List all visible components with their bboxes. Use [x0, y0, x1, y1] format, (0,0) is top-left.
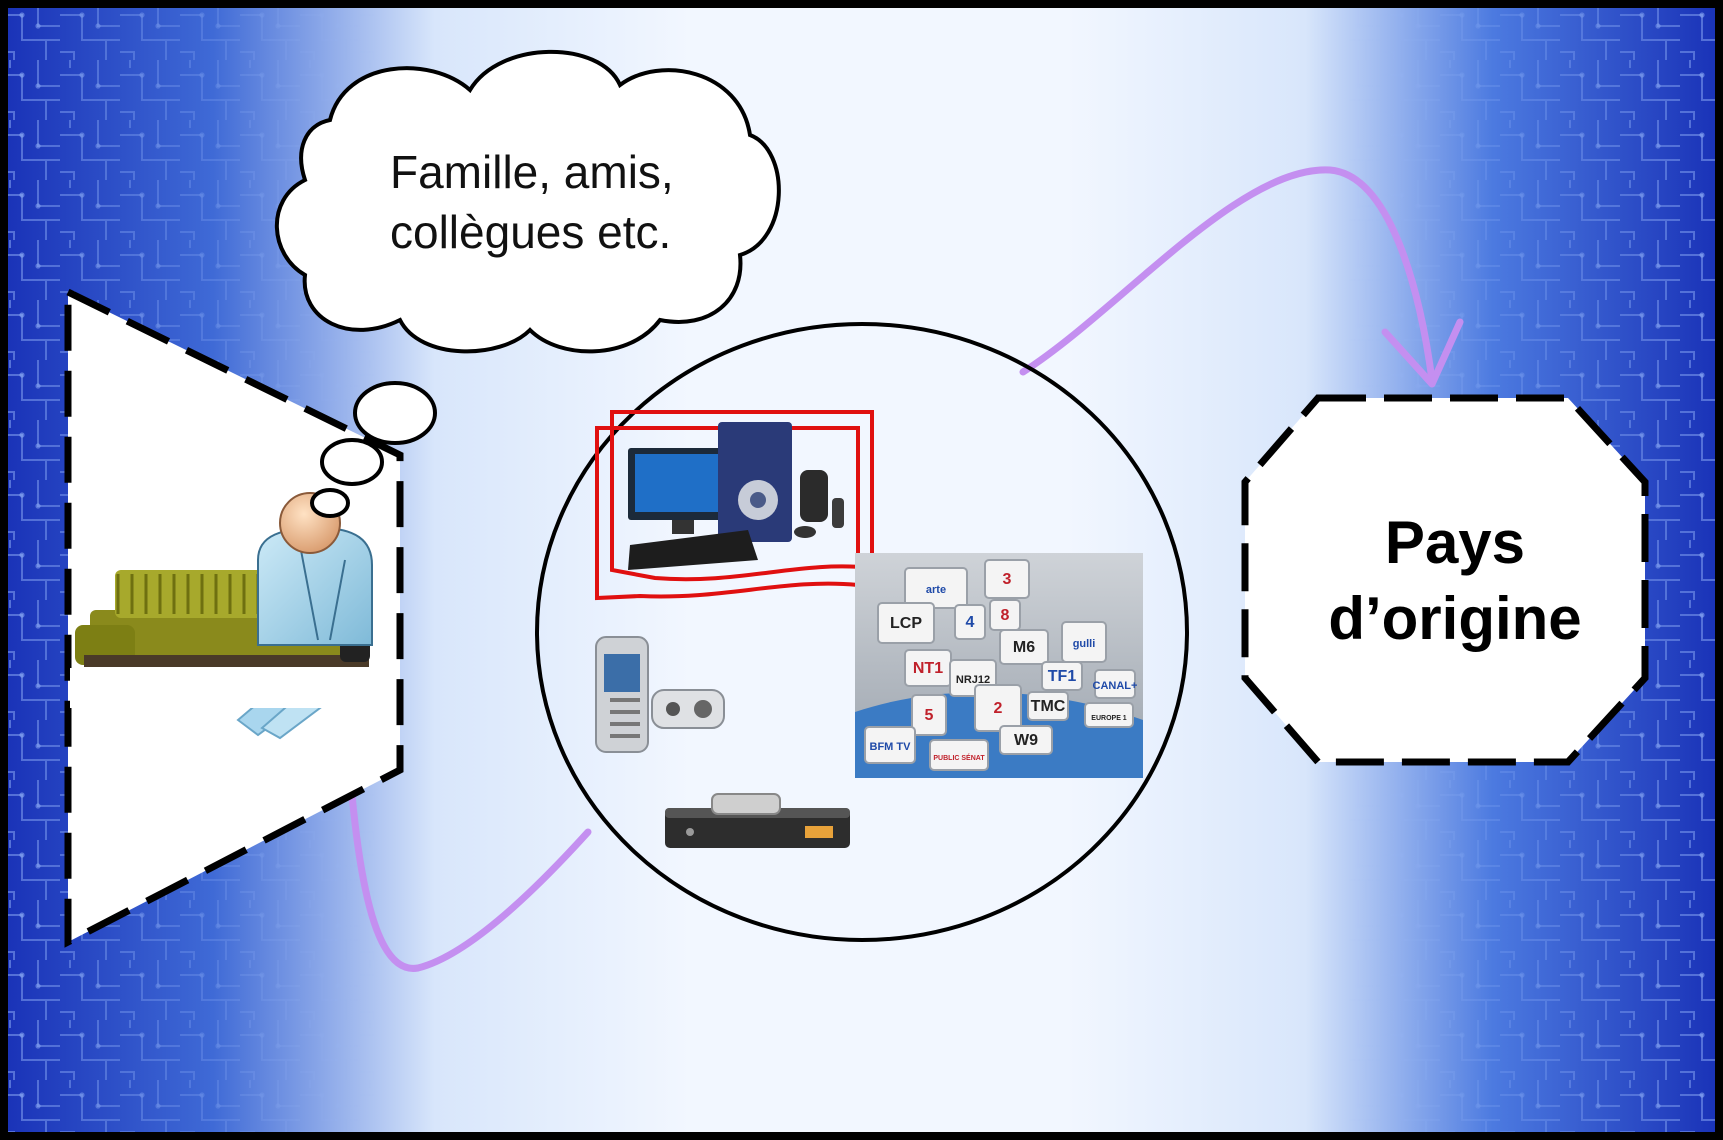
tv-logo-label: 5: [925, 707, 934, 724]
tv-logo-tile: 2: [974, 684, 1022, 732]
tv-logo-label: 3: [1003, 571, 1012, 588]
satellite-receiver-icon: [665, 793, 850, 848]
computer-icon: [595, 410, 874, 601]
country-of-origin-label: Pays d’origine: [1255, 505, 1655, 657]
tv-logo-tile: arte: [904, 567, 968, 609]
tv-logo-label: arte: [926, 584, 946, 596]
tv-logo-label: PUBLIC SÉNAT: [933, 753, 985, 762]
tv-logo-tile: 3: [984, 559, 1030, 599]
tv-logo-tile: LCP: [877, 602, 935, 644]
mobile-phone-icon: [595, 636, 725, 753]
tv-logo-label: W9: [1014, 732, 1038, 749]
tv-logo-label: NT1: [913, 660, 943, 677]
thought-bubble: [274, 49, 781, 518]
tv-logo-label: TF1: [1048, 668, 1077, 685]
tv-logo-tile: M6: [999, 629, 1049, 665]
tv-logo-label: M6: [1013, 639, 1035, 656]
thought-line-2: collègues etc.: [390, 206, 672, 258]
tv-logo-tile: BFM TV: [864, 726, 916, 764]
tv-logo-label: LCP: [890, 615, 922, 632]
tv-logo-tile: NT1: [904, 649, 952, 687]
tv-logo-tile: gulli: [1061, 621, 1107, 663]
flow-arrow-upper: [1019, 166, 1436, 384]
tv-logo-tile: TF1: [1041, 661, 1083, 691]
tv-logo-tile: CANAL+: [1093, 669, 1138, 699]
tv-logo-label: 8: [1001, 607, 1010, 624]
flow-arrowhead: [1381, 318, 1464, 388]
media-devices-circle: [535, 322, 1189, 942]
destination-line-1: Pays: [1384, 509, 1526, 576]
tv-logo-label: EUROPE 1: [1091, 715, 1127, 722]
floor-patch: [70, 668, 395, 708]
tv-logo-tile: 4: [954, 604, 986, 640]
tv-logo-tile: PUBLIC SÉNAT: [929, 739, 989, 771]
thought-line-1: Famille, amis,: [390, 146, 674, 198]
destination-line-2: d’origine: [1328, 585, 1582, 652]
tv-logo-tile: EUROPE 1: [1084, 702, 1134, 728]
country-of-origin-box: [1241, 394, 1649, 766]
tv-logo-label: NRJ12: [956, 674, 990, 686]
tv-logo-tile: W9: [999, 725, 1053, 755]
tv-logo-label: gulli: [1073, 638, 1096, 650]
flow-arrow-lower: [348, 791, 592, 972]
tv-logo-label: 2: [994, 700, 1003, 717]
tv-logo-tile: 8: [989, 599, 1021, 631]
tv-logo-label: CANAL+: [1093, 680, 1138, 692]
tv-logo-tile: 5: [911, 694, 947, 736]
tv-logo-label: TMC: [1031, 698, 1066, 715]
thought-bubble-text: Famille, amis, collègues etc.: [390, 142, 770, 262]
tv-logo-tile: TMC: [1027, 691, 1069, 721]
tv-logo-label: 4: [966, 614, 975, 631]
tv-logo-label: BFM TV: [870, 741, 912, 753]
